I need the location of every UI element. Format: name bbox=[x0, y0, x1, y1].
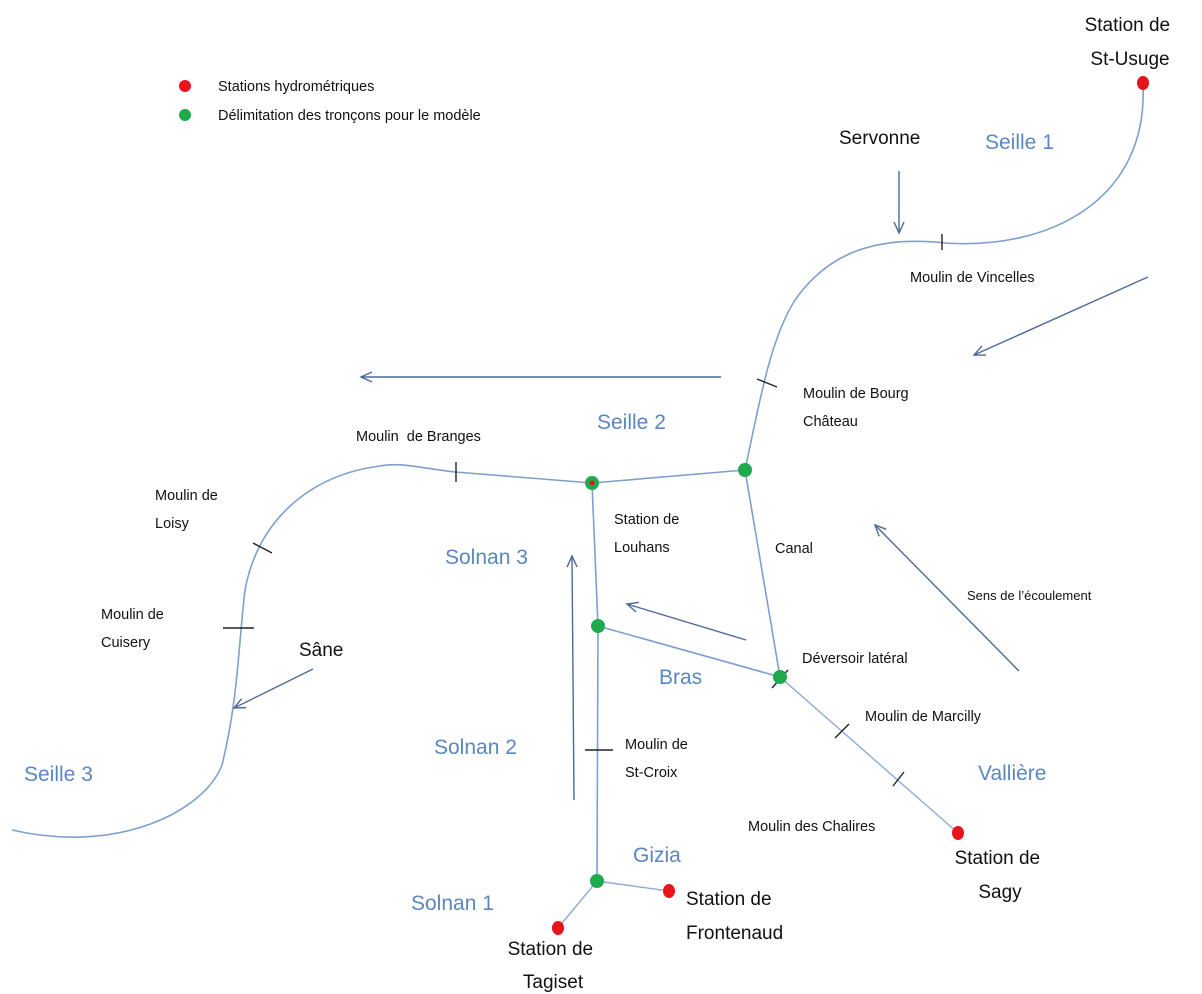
mill-ticks bbox=[223, 234, 943, 787]
arrow-solnan bbox=[566, 554, 578, 801]
node-solnan-bras bbox=[591, 619, 605, 633]
canal-river bbox=[744, 469, 781, 678]
tributary-sane: Sâne bbox=[299, 640, 343, 661]
seille-2-upper-river bbox=[11, 463, 593, 838]
valliere-river bbox=[779, 676, 959, 834]
arrow-flow-direction bbox=[873, 523, 1020, 672]
reach-gizia: Gizia bbox=[633, 844, 681, 867]
reach-solnan-3: Solnan 3 bbox=[445, 546, 528, 569]
seille-2-river bbox=[591, 469, 746, 484]
mill-branges-label: Moulin de Branges bbox=[356, 429, 481, 445]
solnan-2-river bbox=[596, 625, 599, 882]
deversoir-label: Déversoir latéral bbox=[802, 651, 908, 667]
legend: Stations hydrométriques Délimitation des… bbox=[179, 79, 481, 124]
flow-direction-label: Sens de l’écoulement bbox=[967, 588, 1092, 603]
mill-bourg-chateau-label: Moulin de Bourg Château bbox=[803, 386, 913, 430]
legend-nodes-label: Délimitation des tronçons pour le modèle bbox=[218, 108, 481, 124]
mill-marcilly-label: Moulin de Marcilly bbox=[865, 709, 982, 725]
station-tagiset-label: Station de Tagiset bbox=[508, 939, 599, 993]
legend-node-marker bbox=[179, 109, 191, 121]
arrow-bras bbox=[625, 601, 747, 641]
reach-seille-1: Seille 1 bbox=[985, 131, 1054, 154]
gizia-river bbox=[596, 880, 670, 892]
tick-bourg-chateau bbox=[756, 378, 778, 388]
node-seille-canal bbox=[738, 463, 752, 477]
reach-bras: Bras bbox=[659, 666, 702, 689]
reach-seille-3: Seille 3 bbox=[24, 763, 93, 786]
station-markers bbox=[552, 76, 1149, 935]
bras-river bbox=[597, 625, 781, 678]
node-gizia-solnan bbox=[590, 874, 604, 888]
tick-chalires bbox=[892, 771, 905, 787]
mill-cuisery-label: Moulin de Cuisery bbox=[101, 607, 168, 651]
station-frontenaud-label: Station de Frontenaud bbox=[686, 889, 783, 944]
station-louhans-label: Station de Louhans bbox=[614, 512, 683, 556]
mill-loisy-label: Moulin de Loisy bbox=[155, 488, 222, 532]
station-louhans-marker bbox=[589, 480, 595, 486]
flow-arrows bbox=[232, 171, 1149, 801]
station-sagy-marker bbox=[952, 826, 964, 840]
tributary-servonne: Servonne bbox=[839, 128, 920, 149]
station-tagiset-marker bbox=[552, 921, 564, 935]
arrow-north-east bbox=[972, 276, 1149, 356]
model-nodes bbox=[585, 463, 787, 888]
tick-loisy bbox=[252, 542, 273, 554]
station-sagy-label: Station de Sagy bbox=[955, 848, 1046, 903]
solnan-1-river bbox=[557, 880, 598, 929]
reach-solnan-1: Solnan 1 bbox=[411, 892, 494, 915]
station-frontenaud-marker bbox=[663, 884, 675, 898]
mill-vincelles-label: Moulin de Vincelles bbox=[910, 270, 1035, 286]
seille-1-river bbox=[744, 84, 1144, 471]
station-st-usuge-marker bbox=[1137, 76, 1149, 90]
legend-station-marker bbox=[179, 80, 191, 92]
mill-st-croix-label: Moulin de St-Croix bbox=[625, 737, 692, 781]
station-st-usuge-label: Station de St-Usuge bbox=[1085, 15, 1176, 70]
reach-seille-2: Seille 2 bbox=[597, 411, 666, 434]
tick-marcilly bbox=[834, 723, 850, 739]
arrow-sane bbox=[232, 668, 314, 709]
mill-chalires-label: Moulin des Chalires bbox=[748, 819, 875, 835]
reach-valliere: Vallière bbox=[978, 762, 1046, 785]
reach-solnan-2: Solnan 2 bbox=[434, 736, 517, 759]
node-deversoir bbox=[773, 670, 787, 684]
legend-stations-label: Stations hydrométriques bbox=[218, 79, 374, 95]
tributary-canal: Canal bbox=[775, 541, 813, 557]
solnan-3-river bbox=[591, 482, 599, 627]
